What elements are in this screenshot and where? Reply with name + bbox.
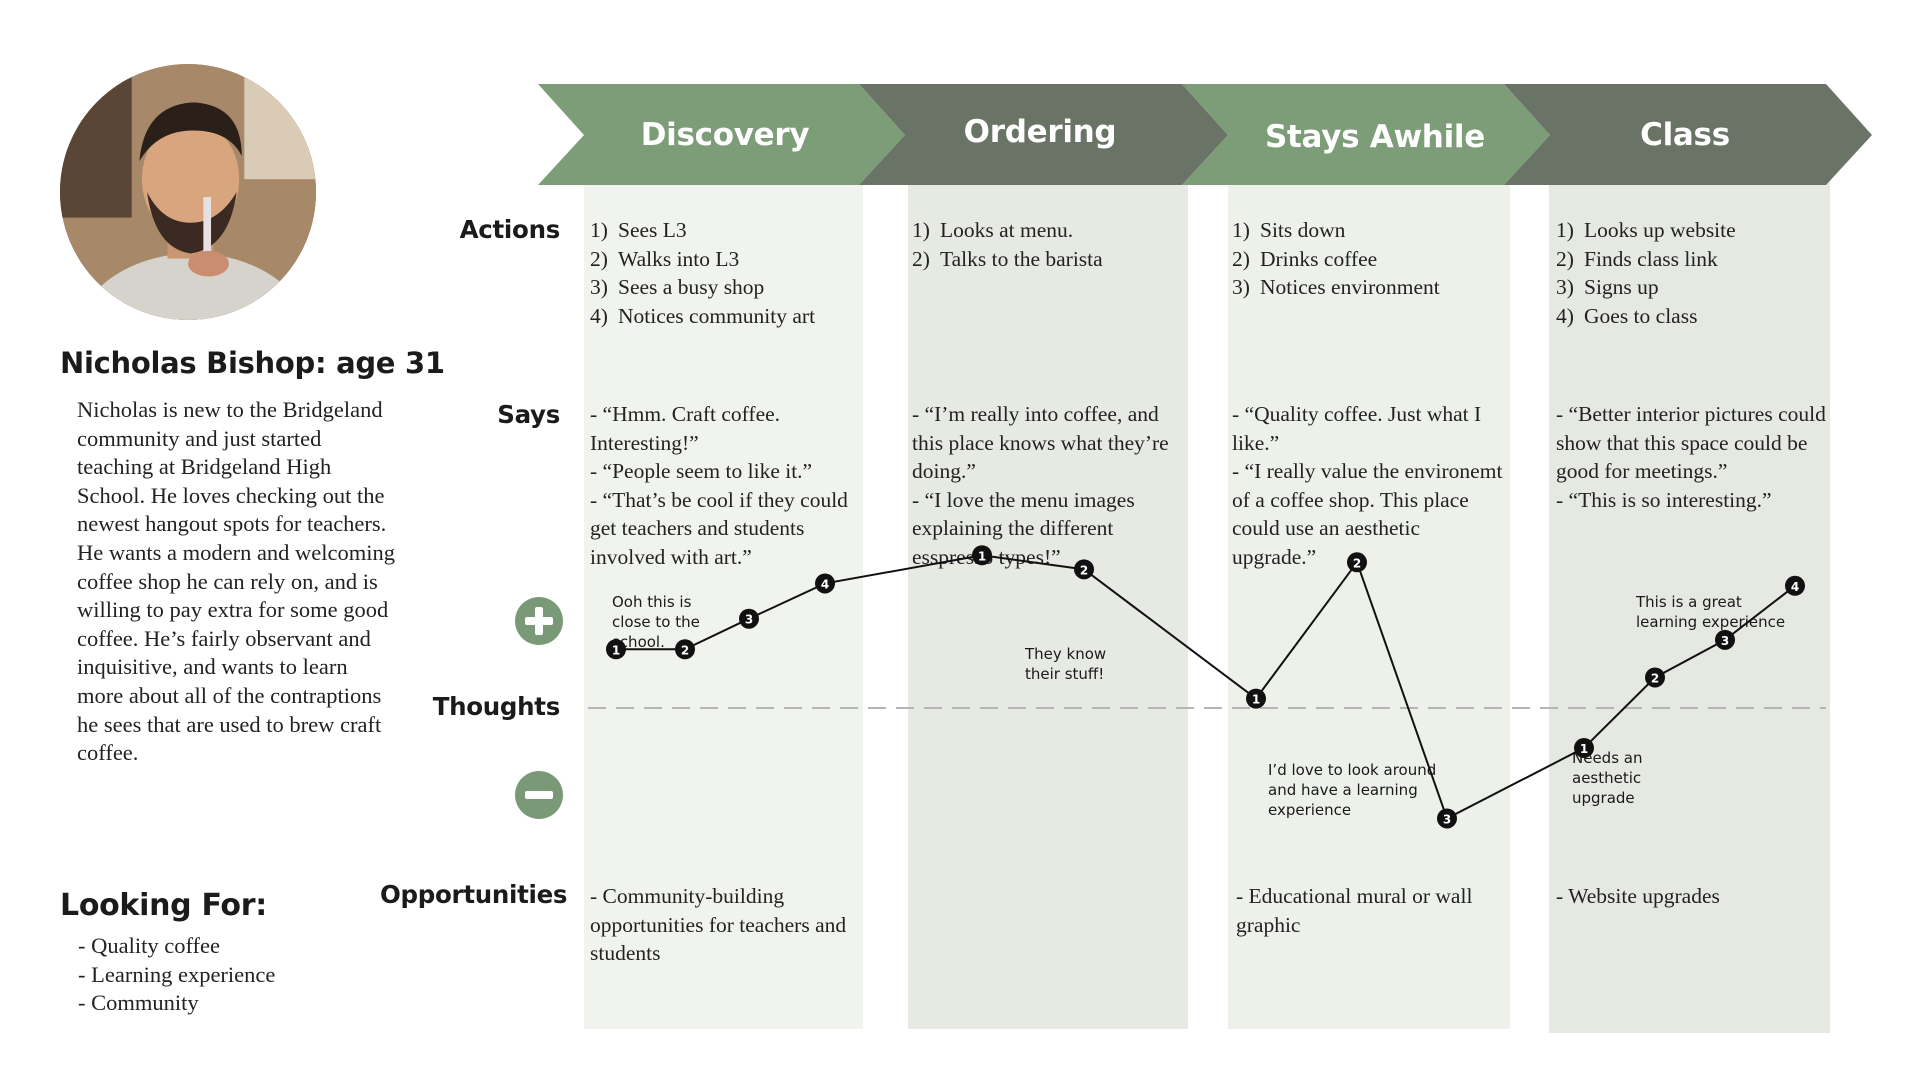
chevron-discovery bbox=[538, 84, 905, 185]
looking-for-title: Looking For: bbox=[60, 888, 267, 923]
chevron-class bbox=[1504, 84, 1872, 185]
actions-stays-awhile: 1)Sits down 2)Drinks coffee 3)Notices en… bbox=[1232, 216, 1502, 302]
action-item: 3)Sees a busy shop bbox=[590, 275, 765, 300]
says-discovery: - “Hmm. Craft coffee. Interesting!” - “P… bbox=[590, 402, 848, 569]
looking-for-list: Quality coffee Learning experience Commu… bbox=[78, 932, 275, 1018]
chevron-ordering bbox=[859, 84, 1228, 185]
action-item: 3)Signs up bbox=[1556, 275, 1659, 300]
action-item: 2)Drinks coffee bbox=[1232, 246, 1378, 271]
action-item: 1)Sits down bbox=[1232, 218, 1346, 242]
looking-for-item: Community bbox=[78, 989, 275, 1018]
action-item: 4)Notices community art bbox=[590, 303, 816, 328]
action-item: 4)Goes to class bbox=[1556, 303, 1698, 328]
persona-bio: Nicholas is new to the Bridgeland commun… bbox=[77, 397, 396, 766]
row-label-thoughts: Thoughts bbox=[432, 692, 561, 721]
opportunities-discovery: - Community-building opportunities for t… bbox=[590, 884, 847, 966]
persona-name: Nicholas Bishop: age 31 bbox=[60, 346, 445, 380]
actions-class: 1)Looks up website 2)Finds class link 3)… bbox=[1556, 216, 1826, 330]
row-label-actions: Actions bbox=[459, 215, 561, 244]
thought-note-discovery: Ooh this is close to the school. bbox=[612, 593, 700, 651]
stage-column-ordering bbox=[908, 180, 1188, 1029]
says-stays-awhile: - “Quality coffee. Just what I like.” - … bbox=[1232, 402, 1503, 569]
thought-note-ordering: They know their stuff! bbox=[1025, 645, 1107, 683]
actions-ordering: 1)Looks at menu. 2)Talks to the barista bbox=[912, 216, 1182, 273]
action-item: 2)Talks to the barista bbox=[912, 246, 1103, 271]
action-item: 1)Sees L3 bbox=[590, 218, 687, 242]
action-item: 1)Looks at menu. bbox=[912, 218, 1074, 242]
minus-icon bbox=[515, 771, 563, 819]
actions-discovery: 1)Sees L3 2)Walks into L3 3)Sees a busy … bbox=[590, 216, 860, 330]
action-item: 2)Walks into L3 bbox=[590, 246, 740, 271]
looking-for-item: Quality coffee bbox=[78, 932, 275, 961]
says-class: - “Better interior pictures could show t… bbox=[1556, 402, 1826, 512]
stage-chevrons bbox=[538, 84, 1872, 185]
thought-note-class-high: This is a great learning experience bbox=[1636, 593, 1786, 631]
row-label-says: Says bbox=[497, 400, 560, 429]
action-item: 1)Looks up website bbox=[1556, 218, 1736, 242]
stage-label-class: Class bbox=[1640, 117, 1730, 153]
says-ordering: - “I’m really into coffee, and this plac… bbox=[912, 402, 1169, 569]
opportunities-stays-awhile: - Educational mural or wall graphic bbox=[1236, 884, 1473, 937]
opportunities-class: - Website upgrades bbox=[1556, 884, 1720, 908]
plus-icon bbox=[515, 597, 563, 645]
thought-note-stays-awhile: I’d love to look around and have a learn… bbox=[1268, 761, 1437, 819]
action-item: 3)Notices environment bbox=[1232, 275, 1440, 300]
action-item: 2)Finds class link bbox=[1556, 246, 1718, 271]
stage-label-stays-awhile: Stays Awhile bbox=[1265, 119, 1485, 155]
stage-label-ordering: Ordering bbox=[963, 114, 1117, 150]
row-label-opportunities: Opportunities bbox=[380, 880, 568, 909]
chevron-stays-awhile bbox=[1182, 84, 1550, 185]
looking-for-item: Learning experience bbox=[78, 961, 275, 990]
stage-label-discovery: Discovery bbox=[640, 117, 810, 153]
thought-note-class-low: Needs an aesthetic upgrade bbox=[1572, 749, 1643, 807]
